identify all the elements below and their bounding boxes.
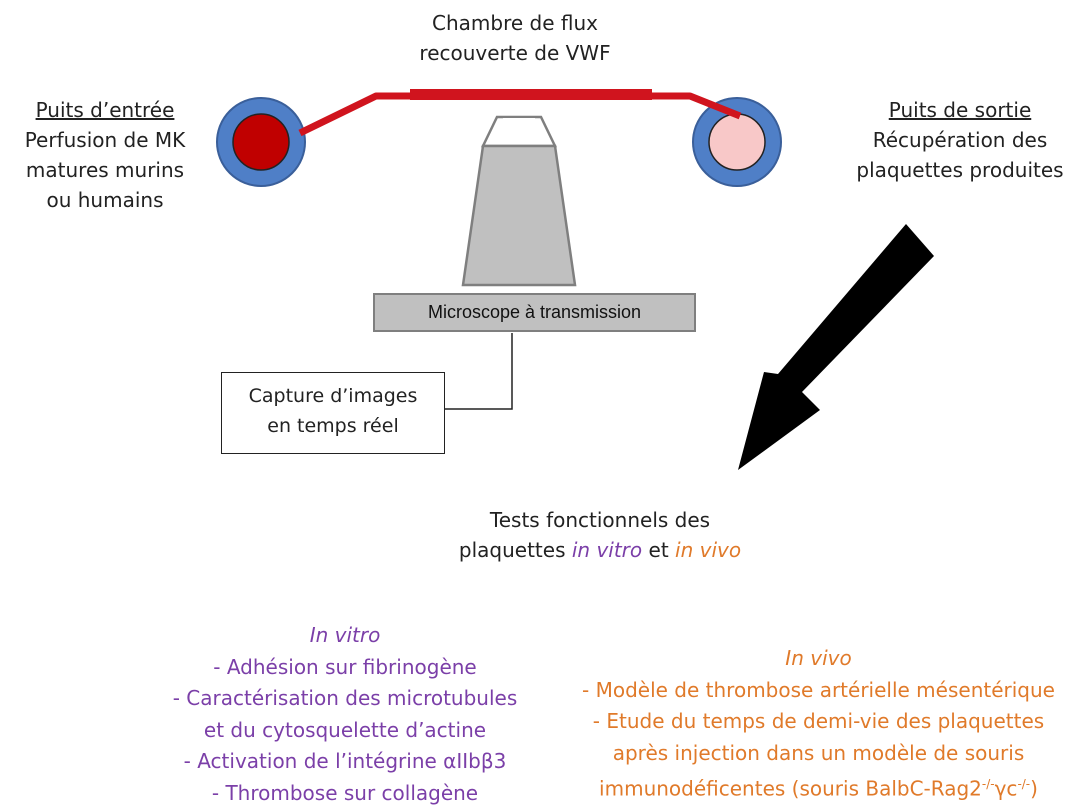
in-vivo-last-sup2: -/- xyxy=(1017,777,1031,791)
in-vivo-last-suffix: ) xyxy=(1030,776,1038,801)
in-vivo-last-prefix: immunodéficentes (souris BalbC-Rag2 xyxy=(599,776,982,801)
in-vivo-item-last: immunodéficentes (souris BalbC-Rag2-/-γc… xyxy=(555,769,1082,805)
in-vivo-last-sup1: -/- xyxy=(981,777,995,791)
tests-connector: et xyxy=(642,538,676,562)
tests-in-vitro: in vitro xyxy=(571,538,643,562)
capture-line2: en temps réel xyxy=(267,415,399,437)
in-vitro-item: - Activation de l’intégrine αIIbβ3 xyxy=(183,749,507,773)
chamber-label: Chambre de flux recouverte de VWF xyxy=(380,8,650,68)
microscope-body xyxy=(461,144,577,287)
tests-label: Tests fonctionnels des plaquettes in vit… xyxy=(420,505,780,565)
microscope-label: Microscope à transmission xyxy=(427,302,642,322)
in-vitro-heading: In vitro xyxy=(309,623,381,647)
capture-box: Capture d’images en temps réel xyxy=(221,372,445,454)
inlet-label: Puits d’entrée Perfusion de MK matures m… xyxy=(0,95,210,215)
inlet-well-inner xyxy=(232,113,290,171)
outlet-line1: Récupération des xyxy=(872,128,1048,152)
tests-line2: plaquettes in vitro et in vivo xyxy=(420,535,780,565)
inlet-title: Puits d’entrée xyxy=(35,98,175,122)
outlet-label: Puits de sortie Récupération des plaquet… xyxy=(840,95,1080,185)
tests-line2-prefix: plaquettes xyxy=(458,538,572,562)
in-vivo-last-mid: γc xyxy=(994,776,1018,801)
in-vitro-list: In vitro - Adhésion sur fibrinogène - Ca… xyxy=(120,620,570,809)
capture-line1: Capture d’images xyxy=(248,385,418,407)
in-vivo-item: - Etude du temps de demi-vie des plaquet… xyxy=(592,709,1045,733)
chamber-label-line1: Chambre de flux xyxy=(432,11,598,35)
result-arrow xyxy=(738,224,934,470)
in-vitro-item: - Adhésion sur fibrinogène xyxy=(213,654,477,679)
inlet-line2: matures murins xyxy=(25,158,185,182)
microscope-objective-lens xyxy=(503,118,535,128)
outlet-title: Puits de sortie xyxy=(888,98,1032,122)
in-vitro-item: et du cytosquelette d’actine xyxy=(203,717,487,742)
tests-line1: Tests fonctionnels des xyxy=(489,508,711,532)
outlet-well-inner xyxy=(708,113,766,171)
in-vitro-item: - Caractérisation des microtubules xyxy=(172,686,518,710)
outlet-line2: plaquettes produites xyxy=(856,158,1064,182)
inlet-line3: ou humains xyxy=(46,188,164,212)
in-vivo-item: après injection dans un modèle de souris xyxy=(612,740,1025,765)
in-vivo-item: - Modèle de thrombose artérielle mésenté… xyxy=(582,677,1055,702)
in-vivo-heading: In vivo xyxy=(785,646,852,670)
flow-chamber xyxy=(410,89,652,100)
tests-in-vivo: in vivo xyxy=(675,538,742,562)
capture-connector xyxy=(445,333,513,410)
in-vivo-list: In vivo - Modèle de thrombose artérielle… xyxy=(555,643,1082,805)
chamber-label-line2: recouverte de VWF xyxy=(419,41,611,65)
in-vitro-item: - Thrombose sur collagène xyxy=(211,780,479,805)
inlet-line1: Perfusion de MK xyxy=(24,128,186,152)
microscope-label-box: Microscope à transmission xyxy=(373,293,696,332)
